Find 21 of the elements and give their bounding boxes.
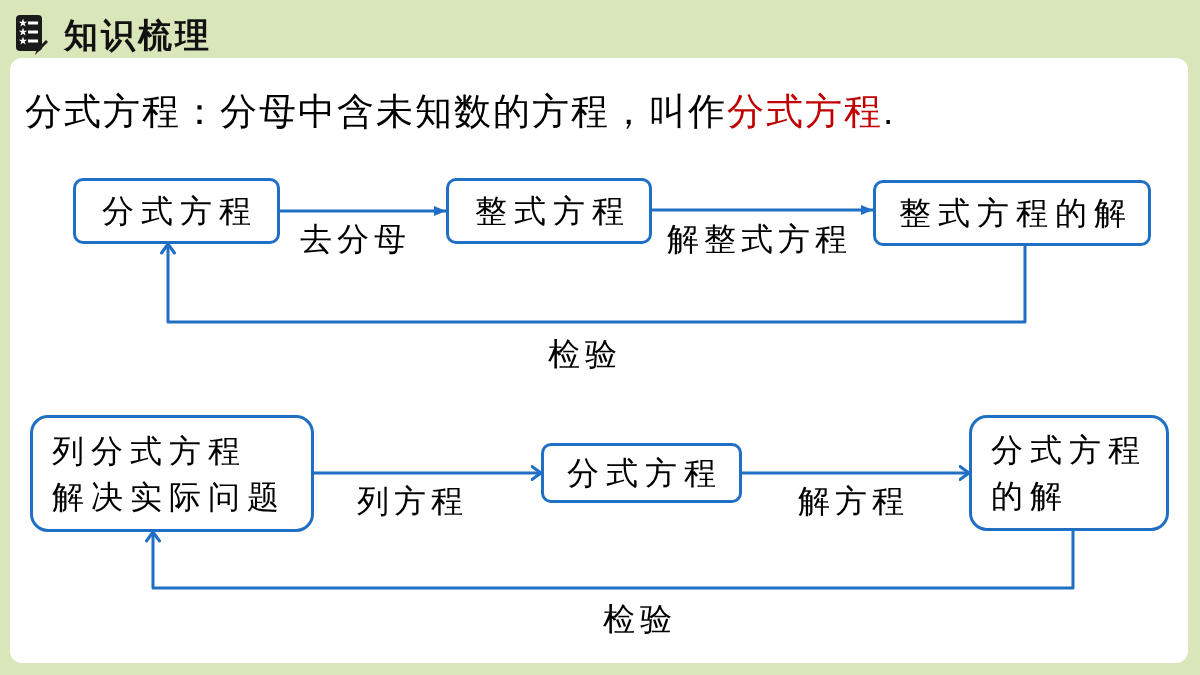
arrow [652,205,873,215]
process-box [873,180,1151,246]
node-text: 整式方程的解 [898,194,1133,233]
definition-text: 分式方程：分母中含未知数的方程，叫作分式方程. [25,90,896,134]
node-text: 分式方程 [567,454,723,493]
node-text: 分式方程的解 [991,431,1148,516]
arrow [314,465,543,481]
process-box [969,415,1169,531]
arrow [742,465,971,481]
node-text: 分式方程 [102,192,258,231]
arrow [280,206,446,216]
arrow [145,530,1075,590]
process-box [30,415,314,532]
arrow [160,242,1027,324]
node-text: 解决实际问题 [52,477,286,517]
process-box [446,178,652,244]
section-title: 知识梳理 [64,16,212,56]
node-text: 整式方程 [474,192,631,231]
process-box [73,178,280,244]
node-text: 列分式方程 [52,431,247,471]
process-box [541,443,742,503]
